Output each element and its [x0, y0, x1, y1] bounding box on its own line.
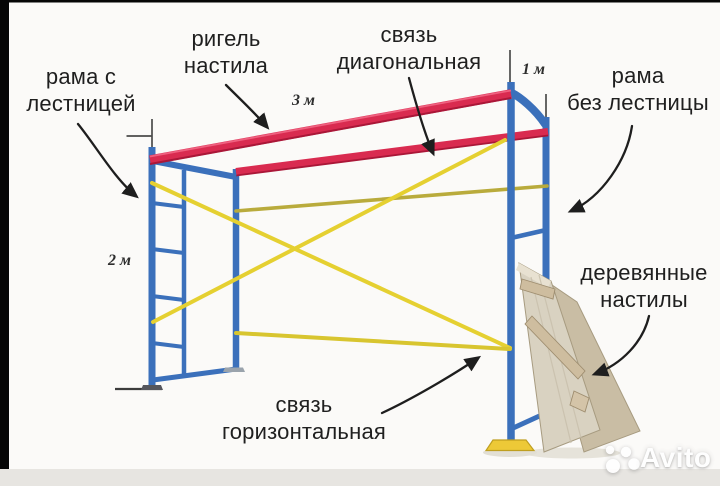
ladder-rungs	[151, 201, 185, 349]
horizontal-brace-lower	[234, 331, 512, 351]
front-foot	[141, 385, 163, 390]
label-line: деревянные	[580, 260, 708, 285]
base-plate	[484, 439, 536, 452]
wooden-decks	[516, 262, 641, 453]
diagonal-braces	[150, 138, 512, 350]
back-foot	[223, 367, 245, 372]
arrow-deck-beam	[224, 83, 270, 130]
label-line: ригель	[191, 26, 261, 51]
film-border-left	[0, 0, 9, 469]
arrow-wooden-decks	[591, 314, 651, 377]
photo-bottom-strip	[0, 469, 720, 486]
arrow-frame-without-ladder	[567, 124, 634, 213]
annotation-arrows	[76, 76, 651, 415]
deck-batten-diagonal	[524, 315, 586, 380]
arrow-diagonal-brace	[407, 76, 435, 157]
label-line: диагональная	[336, 49, 482, 74]
label-line: рама	[611, 63, 665, 88]
label-frame-without-ladder: рама без лестницы	[550, 62, 720, 116]
label-line: без лестницы	[567, 90, 709, 115]
label-wooden-decks: деревянные настилы	[566, 259, 720, 313]
deck-beam-front	[149, 89, 512, 165]
dimension-frame-depth: 1 м	[522, 61, 545, 78]
dimension-beam-length: 3 м	[292, 92, 315, 109]
label-line: настила	[183, 53, 269, 78]
frame-without-ladder-right	[507, 82, 549, 442]
label-line: горизонтальная	[222, 419, 386, 444]
label-line: лестницей	[26, 91, 136, 116]
label-line: настилы	[600, 287, 688, 312]
arrow-frame-with-ladder	[76, 122, 139, 199]
label-frame-with-ladder: рама с лестницей	[6, 63, 156, 117]
deck-cleat	[569, 390, 590, 413]
arrow-horizontal-brace	[380, 355, 482, 415]
label-line: связь	[380, 22, 438, 47]
dimension-frame-height: 2 м	[108, 252, 131, 269]
label-deck-beam: ригель настила	[151, 25, 301, 79]
label-diagonal-brace: связь диагональная	[322, 21, 496, 75]
deck-beam-rear	[235, 128, 549, 177]
label-line: связь	[275, 392, 333, 417]
frame-with-ladder-left	[141, 147, 245, 390]
label-horizontal-brace: связь горизонтальная	[204, 391, 404, 445]
film-border-top	[0, 0, 720, 3]
label-line: рама с	[45, 64, 117, 89]
deck-batten-top	[519, 278, 556, 300]
